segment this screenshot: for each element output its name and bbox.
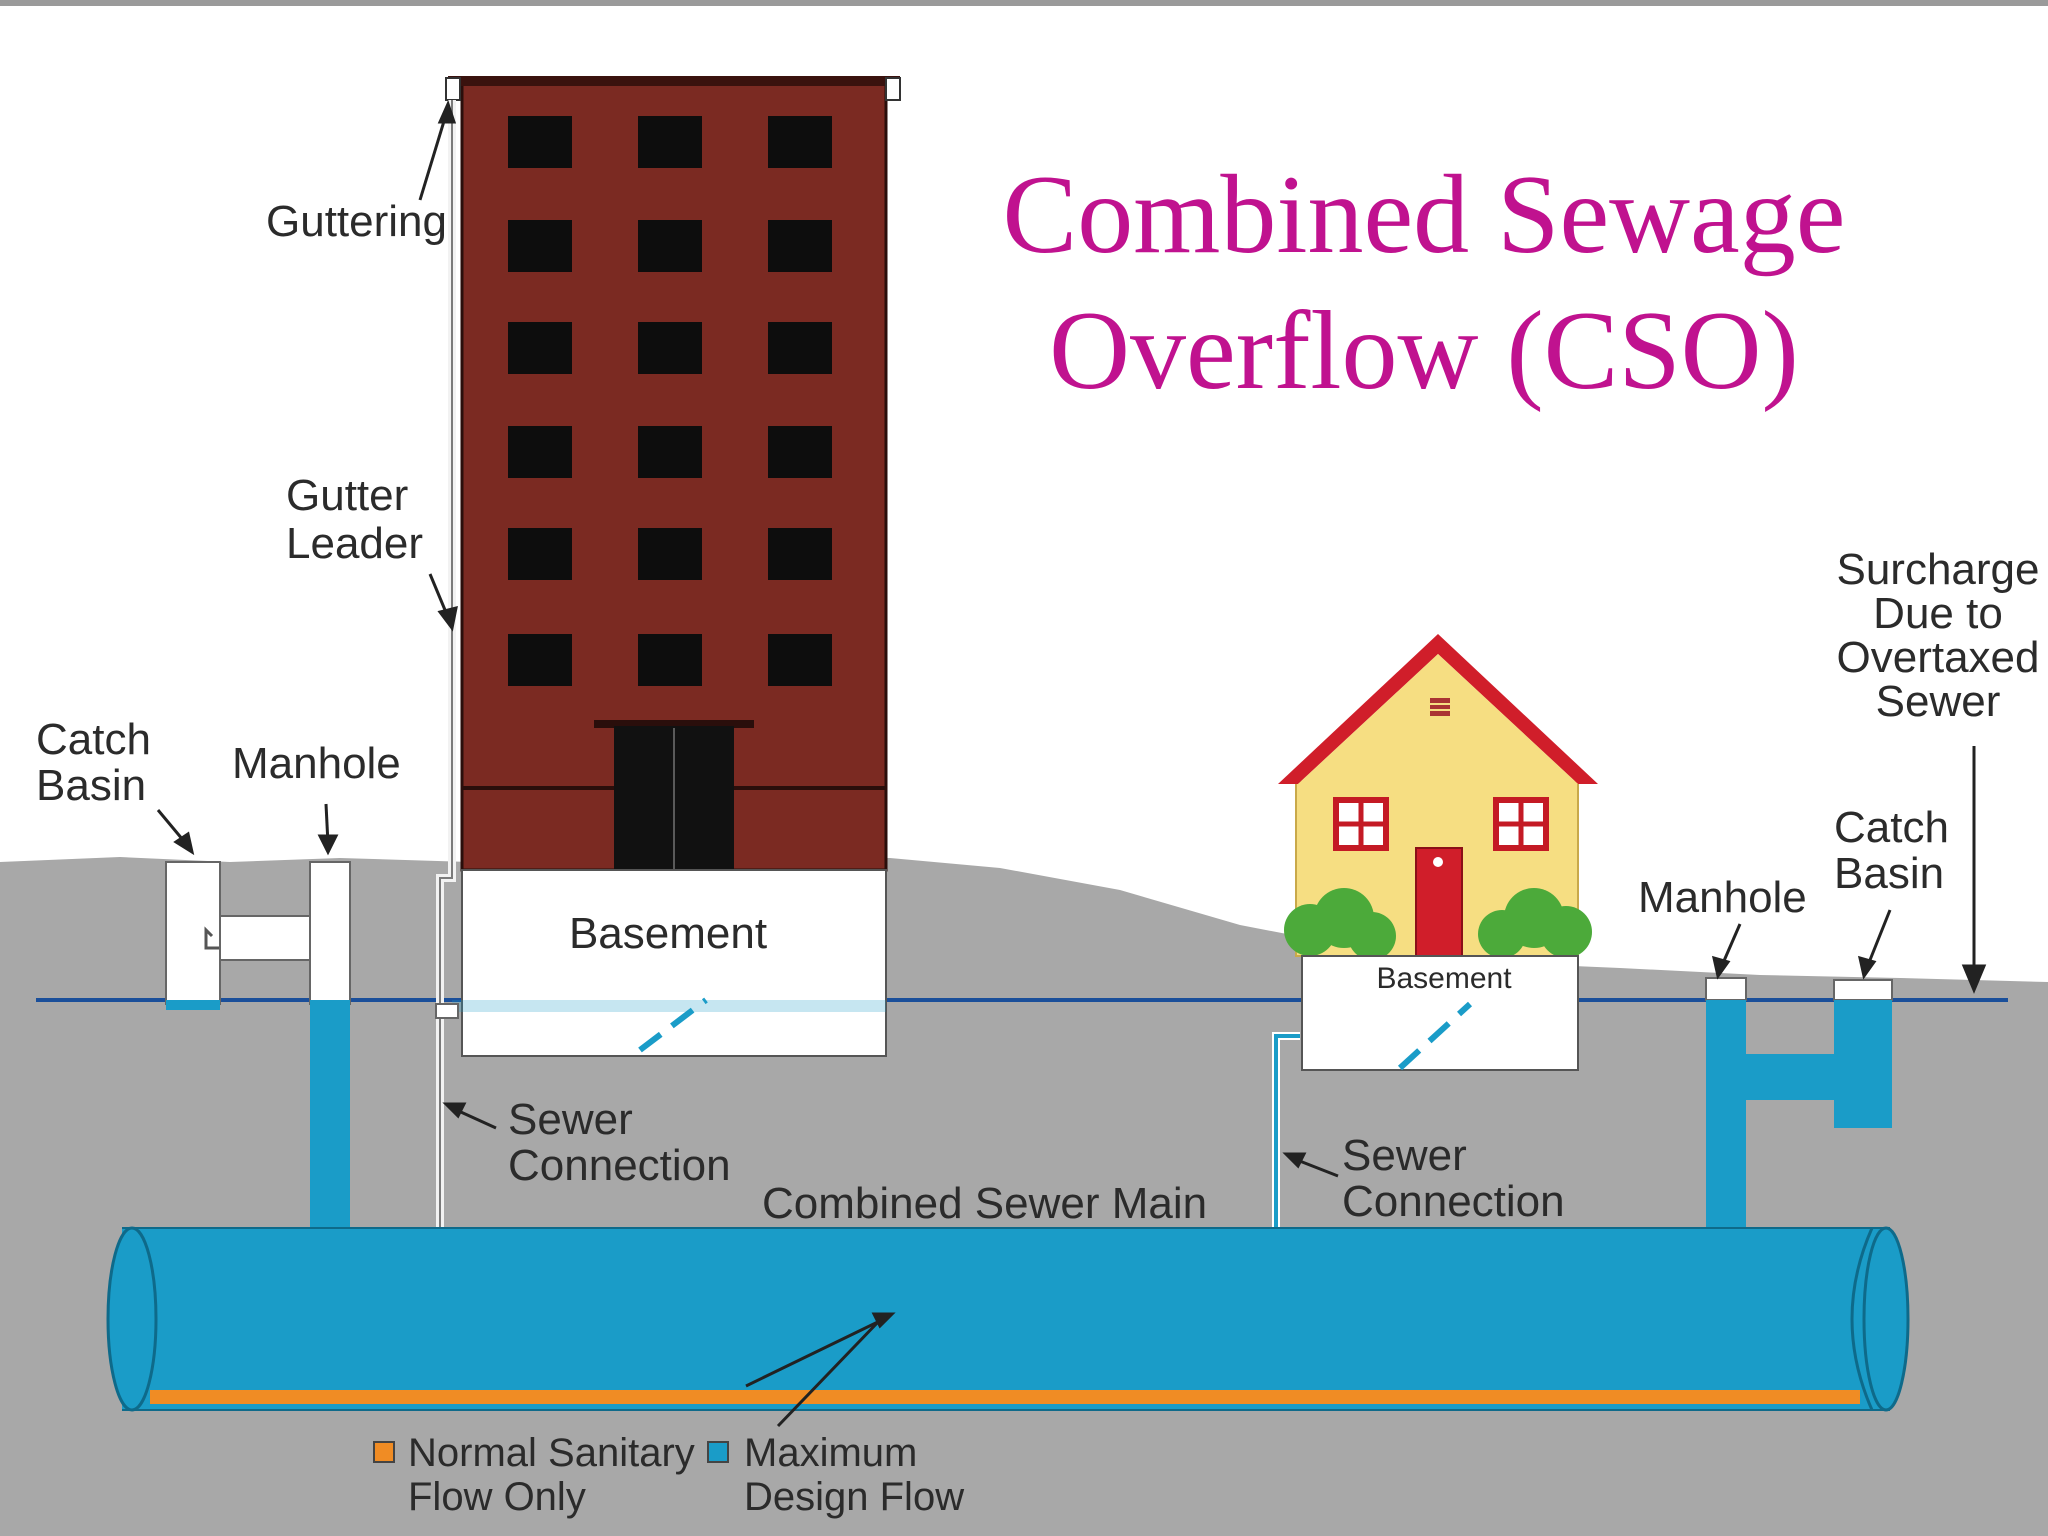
surcharge-label-2: Due to [1873, 589, 2003, 638]
sewer-connection-right-label-1: Sewer [1342, 1131, 1467, 1180]
sewer-connection-left-label-1: Sewer [508, 1095, 633, 1144]
building-window [768, 634, 832, 686]
building-window [508, 116, 572, 168]
catch-basin-right [1833, 979, 1893, 1128]
building-window [638, 322, 702, 374]
legend-normal-label-2: Flow Only [408, 1475, 586, 1519]
building-basement [435, 869, 887, 1057]
surcharge-label-3: Overtaxed [1837, 633, 2040, 682]
house-window-left [1333, 797, 1389, 851]
gutter-left [445, 77, 461, 101]
building-window [508, 528, 572, 580]
sewer-connection-left-label-2: Connection [508, 1141, 731, 1190]
surcharge-label-4: Sewer [1876, 677, 2001, 726]
guttering-label: Guttering [266, 197, 447, 246]
building-basement-label: Basement [569, 909, 767, 958]
title-line-1: Combined Sewage [1003, 153, 1846, 277]
building-window [508, 634, 572, 686]
house-window-right [1493, 797, 1549, 851]
gutter-leader-label-2: Leader [286, 519, 423, 568]
manhole-right [1705, 977, 1834, 1230]
building-window [768, 322, 832, 374]
legend-normal-label-1: Normal Sanitary [408, 1431, 695, 1475]
combined-sewer-main [106, 1226, 1910, 1412]
sewer-connection-right-label-2: Connection [1342, 1177, 1565, 1226]
top-border [0, 0, 2048, 6]
surcharge-label-1: Surcharge [1836, 545, 2039, 594]
leader-lines [156, 99, 1987, 1428]
combined-sewer-main-label: Combined Sewer Main [762, 1179, 1207, 1228]
building-window [768, 220, 832, 272]
house-basement-label: Basement [1376, 962, 1512, 995]
house-roof [1278, 634, 1598, 784]
attic-vent [1430, 698, 1450, 716]
legend-maximum-label-1: Maximum [744, 1431, 917, 1475]
legend-swatch-normal [373, 1441, 395, 1463]
catch-basin-left [165, 861, 222, 1010]
building-window [638, 426, 702, 478]
building-window [768, 426, 832, 478]
catch-basin-right-label-1: Catch [1834, 803, 1949, 852]
building-window [768, 116, 832, 168]
gutter-right [885, 77, 901, 101]
sanitary-flow-band [150, 1390, 1860, 1404]
catch-basin-left-label-2: Basin [36, 761, 146, 810]
bush-left [1284, 888, 1396, 960]
building-window [508, 322, 572, 374]
building-window [768, 528, 832, 580]
catch-basin-left-label-1: Catch [36, 715, 151, 764]
legend-swatch-maximum [707, 1441, 729, 1463]
house [1278, 634, 1598, 960]
building-window [638, 116, 702, 168]
manhole-right-label: Manhole [1638, 873, 1807, 922]
building-window [508, 426, 572, 478]
building-windows [508, 116, 832, 686]
title-line-2: Overflow (CSO) [1049, 289, 1799, 413]
bush-right [1478, 888, 1592, 958]
legend-maximum-label-2: Design Flow [744, 1475, 964, 1519]
manhole-left [219, 861, 351, 1230]
building-window [508, 220, 572, 272]
gutter-leader-label-1: Gutter [286, 471, 408, 520]
catch-basin-right-label-2: Basin [1834, 849, 1944, 898]
building-window [638, 220, 702, 272]
building-window [638, 634, 702, 686]
manhole-left-label: Manhole [232, 739, 401, 788]
building-window [638, 528, 702, 580]
house-basement [1301, 955, 1579, 1071]
legend: Normal Sanitary Flow Only Maximum Design… [373, 1431, 964, 1519]
